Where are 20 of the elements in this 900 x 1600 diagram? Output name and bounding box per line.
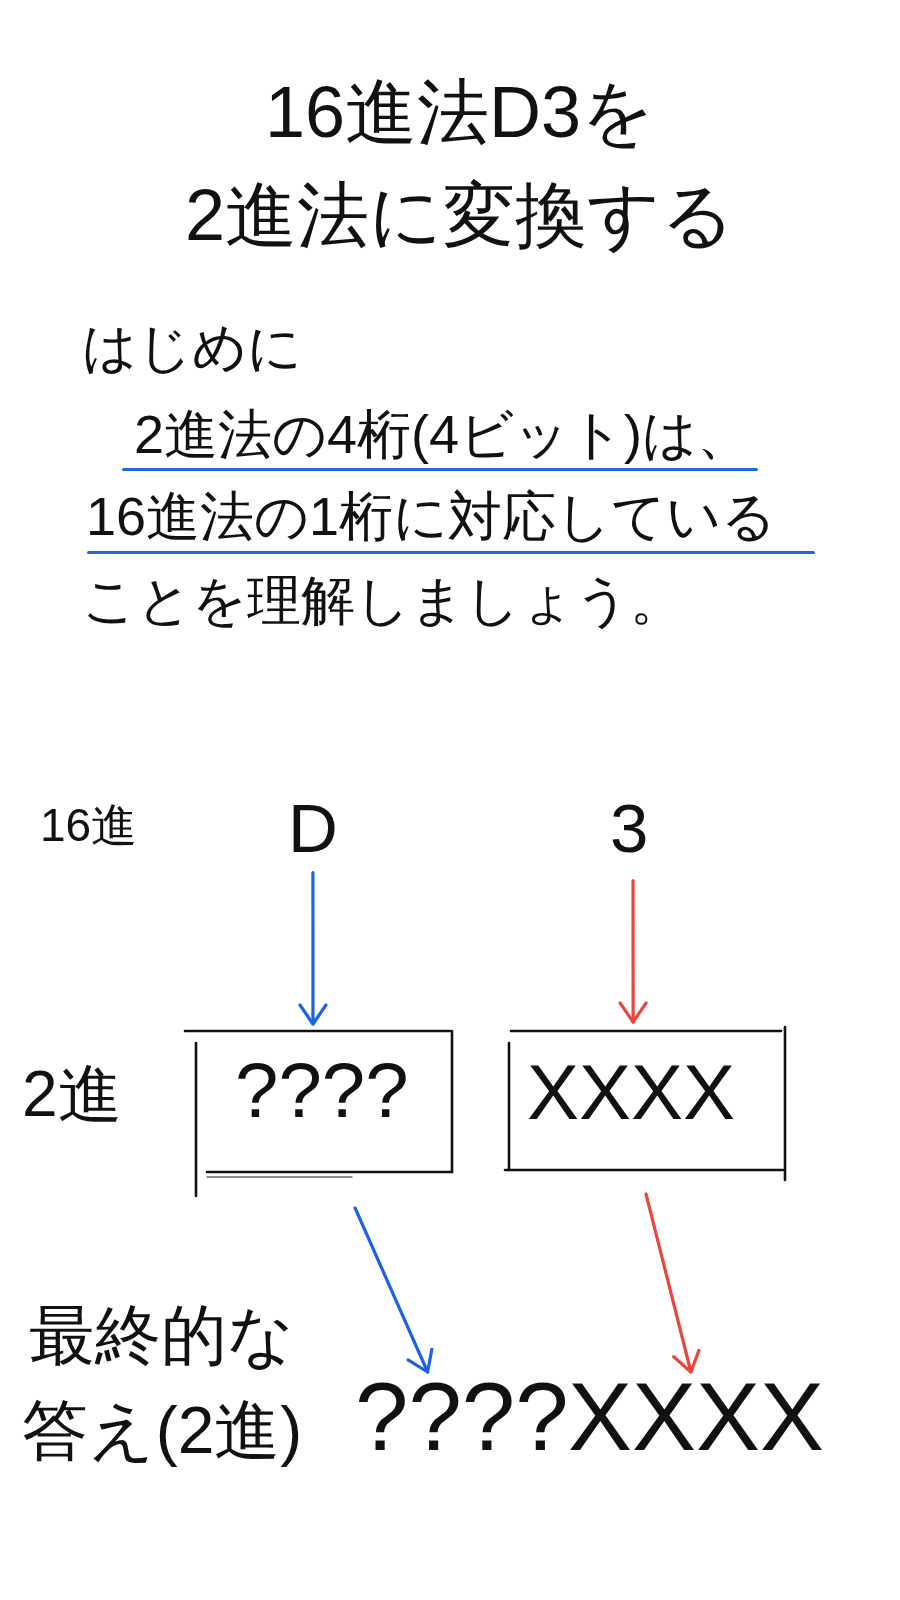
arrow bbox=[644, 1192, 701, 1374]
row-label: 最終的な答え(2進) bbox=[20, 1297, 304, 1469]
hex-digit: D bbox=[288, 800, 338, 859]
digit-box bbox=[185, 1028, 455, 1198]
arrow bbox=[618, 879, 648, 1024]
answer-digits: XXXX bbox=[568, 1376, 825, 1458]
arrow bbox=[353, 1206, 434, 1374]
arrow bbox=[298, 871, 328, 1026]
digit-box bbox=[503, 1026, 789, 1182]
explanation-line: ことを理解しましょう。 bbox=[82, 571, 684, 631]
explanation-line: 2進法の4桁(4ビット)は、 bbox=[134, 405, 752, 465]
answer-digits: ???? bbox=[355, 1376, 569, 1458]
hex-digit: 3 bbox=[610, 800, 649, 859]
explanation-line: 16進法の1桁に対応している bbox=[86, 487, 777, 547]
intro-heading: はじめに bbox=[82, 318, 302, 378]
binary-digits: XXXX bbox=[527, 1059, 736, 1126]
binary-digits: ???? bbox=[235, 1057, 409, 1124]
row-label: 2進 bbox=[22, 1059, 122, 1130]
row-label: 16進 bbox=[40, 800, 138, 851]
title: 16進法D3を2進法に変換する bbox=[183, 71, 736, 257]
